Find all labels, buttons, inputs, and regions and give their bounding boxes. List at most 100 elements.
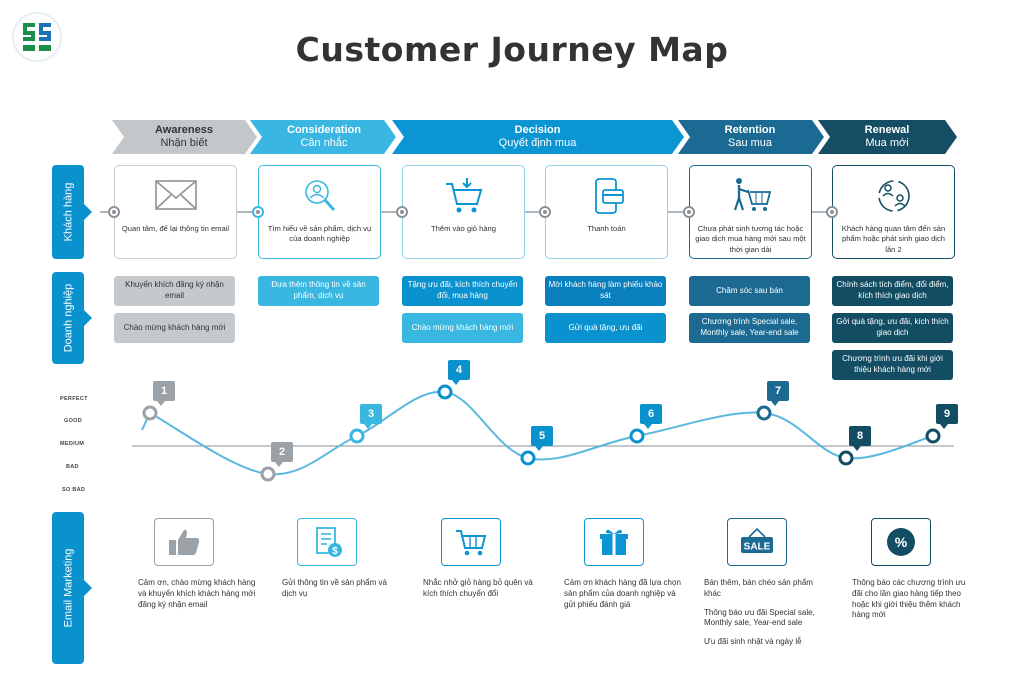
email-text: Thông báo các chương trình ưu đãi cho lầ… [852,578,970,629]
curve-point [437,384,453,400]
row-label-arrows [84,204,92,596]
stage-arrow-renewal [818,120,957,154]
touchpoint-text: Thêm vào giỏ hàng [430,224,496,233]
touchpoint-card: Thanh toán [545,165,668,259]
email-icon-box: % [871,518,931,566]
level-label: MEDIUM [60,441,85,447]
email-text: Gửi thông tin về sản phẩm và dịch vụ [282,578,400,608]
envelope-icon [154,180,197,210]
business-action: Chính sách tích điểm, đổi điểm, kích thí… [832,276,953,306]
stage-retention: Retention Sau mua [686,120,814,154]
business-action: Tặng ưu đãi, kích thích chuyển đổi, mua … [402,276,523,306]
business-action: Chăm sóc sau bán [689,276,810,306]
connector-dot [252,206,264,218]
point-number-badge: 2 [271,442,293,467]
curve-point [756,405,772,421]
level-label: BAD [66,464,79,470]
business-action: Chào mừng khách hàng mới [114,313,235,343]
stage-arrow-decision [392,120,684,154]
percent-badge-icon: % [887,528,915,556]
curve-point [260,466,276,482]
touchpoint-card: Thêm vào giỏ hàng [402,165,525,259]
thumbs-up-icon [169,529,200,555]
stage-subtitle: Quyết định mua [498,137,577,149]
curve-point [838,450,854,466]
email-text-line: Bán thêm, bán chéo sản phẩm khác [704,578,813,598]
stage-awareness: Awareness Nhận biết [118,120,250,154]
cart-add-icon [445,178,482,213]
touchpoint-card: Khách hàng quan tâm đến sản phẩm hoặc ph… [832,165,955,259]
business-action: Mời khách hàng làm phiếu khảo sát [545,276,666,306]
business-action: Gởi quà tặng, ưu đãi, kích thích giao dị… [832,313,953,343]
email-text-line: Nhắc nhở giỏ hàng bỏ quên và kích thích … [423,578,533,598]
stage-renewal: Renewal Mua mới [826,120,948,154]
email-text: Nhắc nhở giỏ hàng bỏ quên và kích thích … [423,578,541,608]
point-number-badge: 6 [640,404,662,429]
point-number-badge: 5 [531,426,553,451]
svg-text:$: $ [332,546,338,557]
stage-arrow-retention [678,120,824,154]
email-text: Bán thêm, bán chéo sản phẩm khác Thông b… [704,578,822,656]
email-icon-box: $ [297,518,357,566]
email-text-line: Cảm ơn, chào mừng khách hàng và khuyến k… [138,578,256,609]
curve-point [629,428,645,444]
stage-name: Awareness [155,124,213,137]
stage-subtitle: Nhận biết [160,137,208,149]
touchpoint-card: Quan tâm, để lại thông tin email [114,165,237,259]
price-list-icon: $ [316,527,342,557]
connector-dot [683,206,695,218]
svg-text:SALE: SALE [744,542,771,553]
business-action: Chương trình Special sale, Monthly sale,… [689,313,810,343]
cart-icon [456,530,487,556]
curve-point [925,428,941,444]
level-label: SO BAD [62,487,86,493]
business-action: Gửi quà tặng, ưu đãi [545,313,666,343]
email-icon-box: SALE [727,518,787,566]
svg-text:%: % [895,534,908,550]
email-icon-box [441,518,501,566]
logo-mark-icon [23,23,51,51]
row-label-email: Email Marketing [52,512,84,664]
email-icon-box [584,518,644,566]
touchpoint-text: Khách hàng quan tâm đến sản phẩm hoặc ph… [841,224,946,254]
connector-dot [539,206,551,218]
stage-subtitle: Cân nhắc [300,137,348,149]
email-text-line: Thông báo các chương trình ưu đãi cho lầ… [852,578,966,620]
page-title: Customer Journey Map [295,30,729,69]
email-text-line: Thông báo ưu đãi Special sale, Monthly s… [704,607,815,628]
point-number-badge: 8 [849,426,871,451]
stage-subtitle: Sau mua [727,137,773,149]
email-text: Cảm ơn khách hàng đã lựa chọn sản phẩm c… [564,578,682,618]
curve-point [349,428,365,444]
stage-arrow-awareness [112,120,257,154]
stage-decision: Decision Quyết định mua [400,120,675,154]
card-payment-icon [594,178,624,214]
point-number-badge: 4 [448,360,470,385]
touchpoint-card: Tìm hiểu về sản phẩm, dịch vụ của doanh … [258,165,381,259]
connector-dot [396,206,408,218]
curve-point [520,450,536,466]
stage-subtitle: Mua mới [865,137,909,149]
email-text-line: Ưu đãi sinh nhật và ngày lễ [704,637,802,647]
stage-name: Retention [724,124,776,137]
level-label: GOOD [64,418,83,424]
touchpoint-text: Tìm hiểu về sản phẩm, dịch vụ của doanh … [267,224,372,244]
point-number-badge: 3 [360,404,382,429]
sale-tag-icon: SALE [741,527,773,553]
row-label-customer: Khách hàng [52,165,84,259]
gift-icon [600,529,628,555]
search-person-icon [304,180,335,212]
touchpoint-text: Chưa phát sinh tương tác hoặc giao dịch … [695,224,806,254]
user-cycle-icon [877,180,910,212]
logo [12,12,62,62]
point-number-badge: 1 [153,381,175,406]
business-action: Đưa thêm thông tin về sản phẩm, dịch vụ [258,276,379,306]
connector-dot [108,206,120,218]
stage-arrow-consideration [250,120,396,154]
stage-name: Consideration [287,124,361,137]
point-number-badge: 7 [767,381,789,406]
stage-consideration: Consideration Cân nhắc [258,120,390,154]
business-action: Khuyến khích đăng ký nhận email [114,276,235,306]
